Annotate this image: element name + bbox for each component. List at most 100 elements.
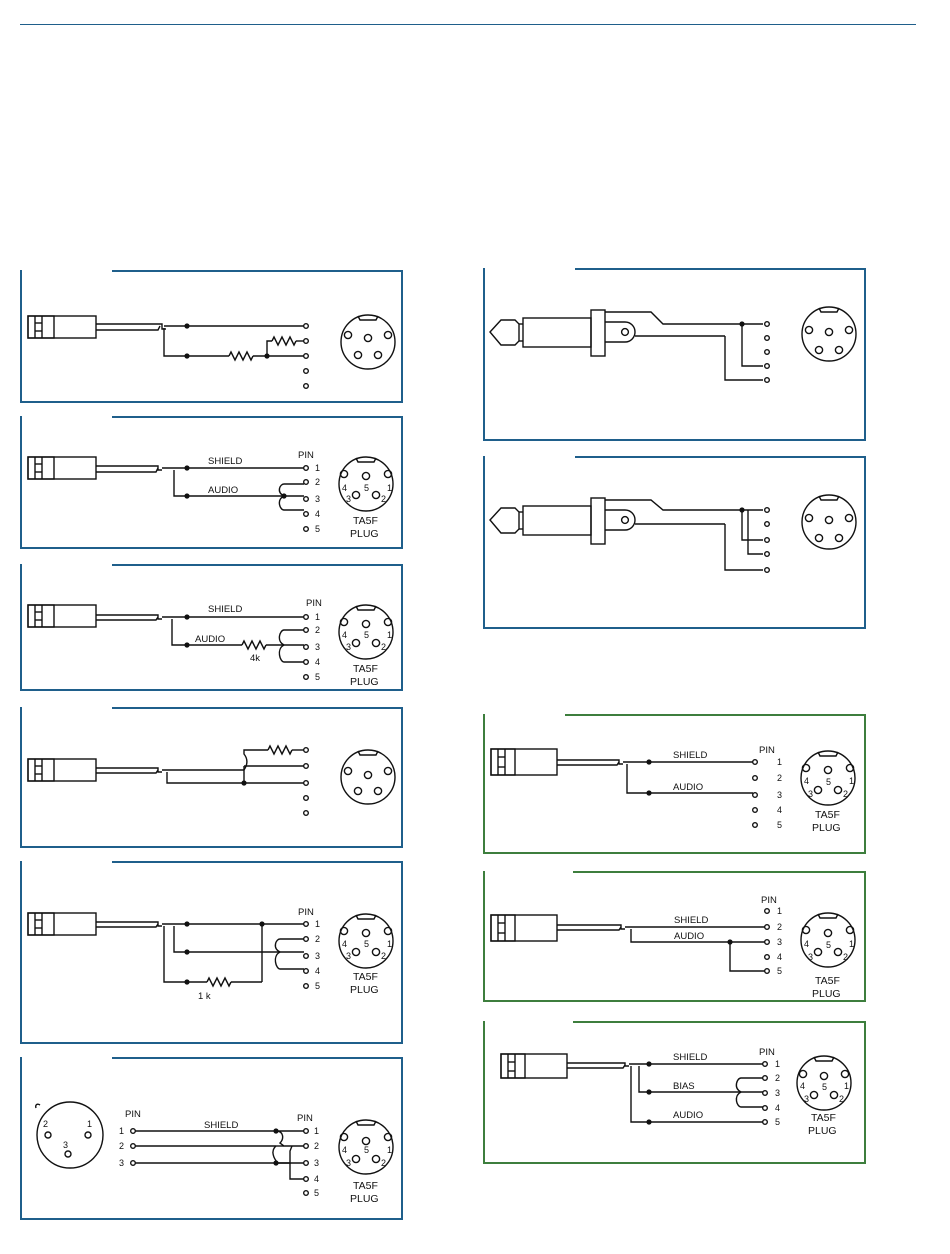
plug-label: PLUG <box>812 822 841 834</box>
pin-number: 3 <box>119 1158 124 1168</box>
shield-label: SHIELD <box>673 750 707 761</box>
socket-pin-label: 2 <box>839 1094 844 1104</box>
socket-pin-label: 1 <box>387 1145 392 1155</box>
wiring-panel-5: PIN 1 k 1 2 3 4 5 4 1 5 3 2 TA5F PLUG <box>20 861 403 1044</box>
pin-number: 5 <box>777 820 782 830</box>
socket-pin-label: 4 <box>342 483 347 493</box>
pin-number: 1 <box>314 1126 319 1136</box>
mini-plug-icon <box>27 758 97 782</box>
socket-pin-label: 3 <box>346 642 351 652</box>
pin-number: 4 <box>775 1103 780 1113</box>
wiring-diagram-g1 <box>490 748 856 828</box>
pin-number: 1 <box>315 463 320 473</box>
resistor-icon <box>241 639 267 651</box>
ta5f-socket-icon <box>338 456 394 512</box>
xlr-pin-label: 2 <box>43 1119 48 1129</box>
panel-title-tab <box>485 871 573 875</box>
socket-pin-label: 4 <box>342 630 347 640</box>
wiring-panel-g1: SHIELD PIN AUDIO 1 2 3 4 5 4 1 5 3 2 TA5… <box>483 714 866 854</box>
pin-number: 2 <box>314 1141 319 1151</box>
wiring-panel-r1 <box>483 268 866 441</box>
socket-pin-label: 5 <box>364 939 369 949</box>
pin-number: 1 <box>119 1126 124 1136</box>
wiring-diagram-6 <box>35 1101 394 1196</box>
plug-label: PLUG <box>350 984 379 996</box>
pin-number: 2 <box>775 1073 780 1083</box>
pin-number: 1 <box>777 757 782 767</box>
wiring-panel-4 <box>20 707 403 848</box>
shield-label: SHIELD <box>208 604 242 615</box>
pin-number: 3 <box>315 642 320 652</box>
pin-header: PIN <box>306 598 322 609</box>
socket-pin-label: 2 <box>381 642 386 652</box>
ta5f-socket-icon <box>800 912 856 968</box>
phone-plug-icon <box>489 497 636 545</box>
ta5f-socket-icon <box>340 749 396 805</box>
pin-number: 3 <box>777 937 782 947</box>
pin-number: 2 <box>777 773 782 783</box>
plug-label: TA5F <box>811 1112 836 1124</box>
mini-plug-icon <box>27 604 97 628</box>
socket-pin-label: 2 <box>843 952 848 962</box>
socket-pin-label: 4 <box>804 776 809 786</box>
socket-pin-label: 5 <box>364 1145 369 1155</box>
pin-header: PIN <box>759 745 775 756</box>
panel-title-tab <box>22 707 112 711</box>
pin-number: 4 <box>777 952 782 962</box>
socket-pin-label: 1 <box>387 939 392 949</box>
pin-number: 5 <box>315 981 320 991</box>
panel-title-tab <box>485 268 575 272</box>
pin-number: 3 <box>777 790 782 800</box>
socket-pin-label: 4 <box>800 1081 805 1091</box>
mini-plug-icon <box>27 912 97 936</box>
socket-pin-label: 1 <box>849 939 854 949</box>
plug-label: TA5F <box>815 975 840 987</box>
socket-pin-label: 5 <box>826 940 831 950</box>
pin-number: 5 <box>775 1117 780 1127</box>
socket-pin-label: 1 <box>844 1081 849 1091</box>
xlr-pin-label: 1 <box>87 1119 92 1129</box>
pin-number: 2 <box>315 625 320 635</box>
socket-pin-label: 5 <box>364 483 369 493</box>
pin-number: 4 <box>315 657 320 667</box>
resistor-value: 4k <box>250 653 260 664</box>
plug-label: PLUG <box>350 1193 379 1205</box>
mini-plug-icon <box>500 1053 568 1079</box>
resistor-icon <box>267 744 293 756</box>
plug-label: PLUG <box>350 676 379 688</box>
shield-label: SHIELD <box>208 456 242 467</box>
pin-number: 1 <box>777 906 782 916</box>
wiring-diagram-r2 <box>489 494 857 573</box>
resistor-icon <box>228 350 254 362</box>
socket-pin-label: 2 <box>843 789 848 799</box>
socket-pin-label: 4 <box>804 939 809 949</box>
bias-label: BIAS <box>673 1081 695 1092</box>
wiring-panel-g3: SHIELD PIN BIAS AUDIO 1 2 3 4 5 4 1 5 3 … <box>483 1021 866 1164</box>
pin-header: PIN <box>125 1109 141 1120</box>
wiring-diagram-2 <box>27 456 394 532</box>
wiring-panel-6: 2 1 3 PIN 1 2 3 SHIELD PIN 1 2 3 4 5 4 1… <box>20 1057 403 1220</box>
pin-number: 3 <box>315 494 320 504</box>
panel-title-tab <box>22 861 112 865</box>
pin-number: 2 <box>777 922 782 932</box>
wiring-diagram-g2 <box>490 908 856 974</box>
ta5f-socket-icon <box>801 494 857 550</box>
plug-label: PLUG <box>812 988 841 1000</box>
socket-pin-label: 5 <box>822 1082 827 1092</box>
ta5f-socket-icon <box>801 306 857 362</box>
audio-label: AUDIO <box>195 634 225 645</box>
ta5f-socket-icon <box>800 750 856 806</box>
wiring-diagram-g3 <box>500 1053 852 1125</box>
phone-plug-icon <box>489 309 636 357</box>
plug-label: TA5F <box>353 663 378 675</box>
plug-label: PLUG <box>350 528 379 540</box>
pin-number: 5 <box>314 1188 319 1198</box>
ta5f-socket-icon <box>340 314 396 370</box>
panel-title-tab <box>22 564 112 568</box>
socket-pin-label: 5 <box>364 630 369 640</box>
wiring-diagram-3 <box>27 604 394 680</box>
ta5f-socket-icon <box>338 913 394 969</box>
wiring-diagram-1 <box>27 314 396 389</box>
pin-header: PIN <box>761 895 777 906</box>
plug-label: TA5F <box>815 809 840 821</box>
